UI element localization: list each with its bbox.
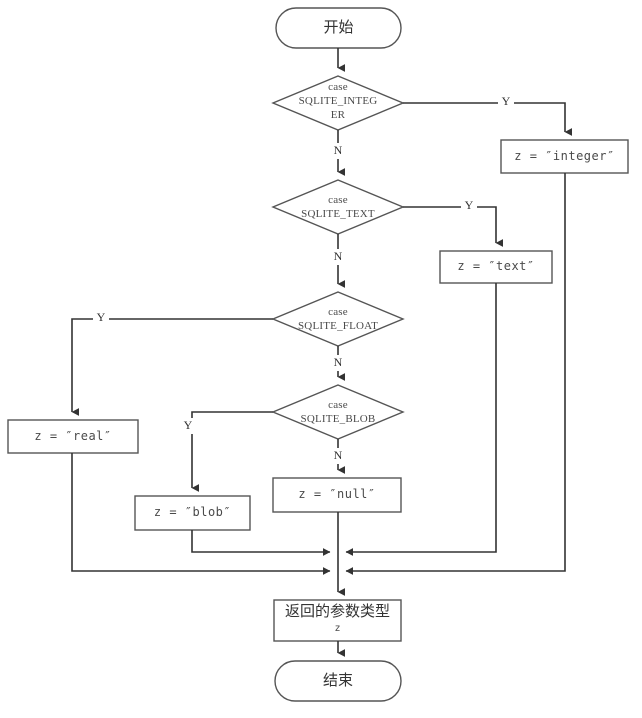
shape-end <box>274 660 402 702</box>
edge-assign-integer-to-merge <box>345 173 566 575</box>
edge-assign-blob-to-merge <box>191 530 331 556</box>
shape-case-blob <box>271 384 405 440</box>
edge-assign-text-to-merge <box>345 283 497 556</box>
shape-case-text <box>271 179 405 235</box>
shape-start <box>275 7 402 49</box>
shape-assign-blob <box>134 495 251 531</box>
shape-case-float <box>271 291 405 347</box>
shape-assign-text <box>439 250 553 284</box>
shape-assign-integer <box>500 139 629 174</box>
edge-case-float-yes <box>71 318 273 416</box>
edge-assign-real-to-merge <box>71 453 331 575</box>
shape-assign-null <box>272 477 402 513</box>
edge-case-blob-yes <box>191 411 273 492</box>
shape-return-type <box>273 599 402 642</box>
edge-case-integer-yes <box>403 102 573 136</box>
shape-case-integer <box>271 75 405 131</box>
shape-assign-real <box>7 419 139 454</box>
edge-case-text-yes <box>403 206 504 247</box>
